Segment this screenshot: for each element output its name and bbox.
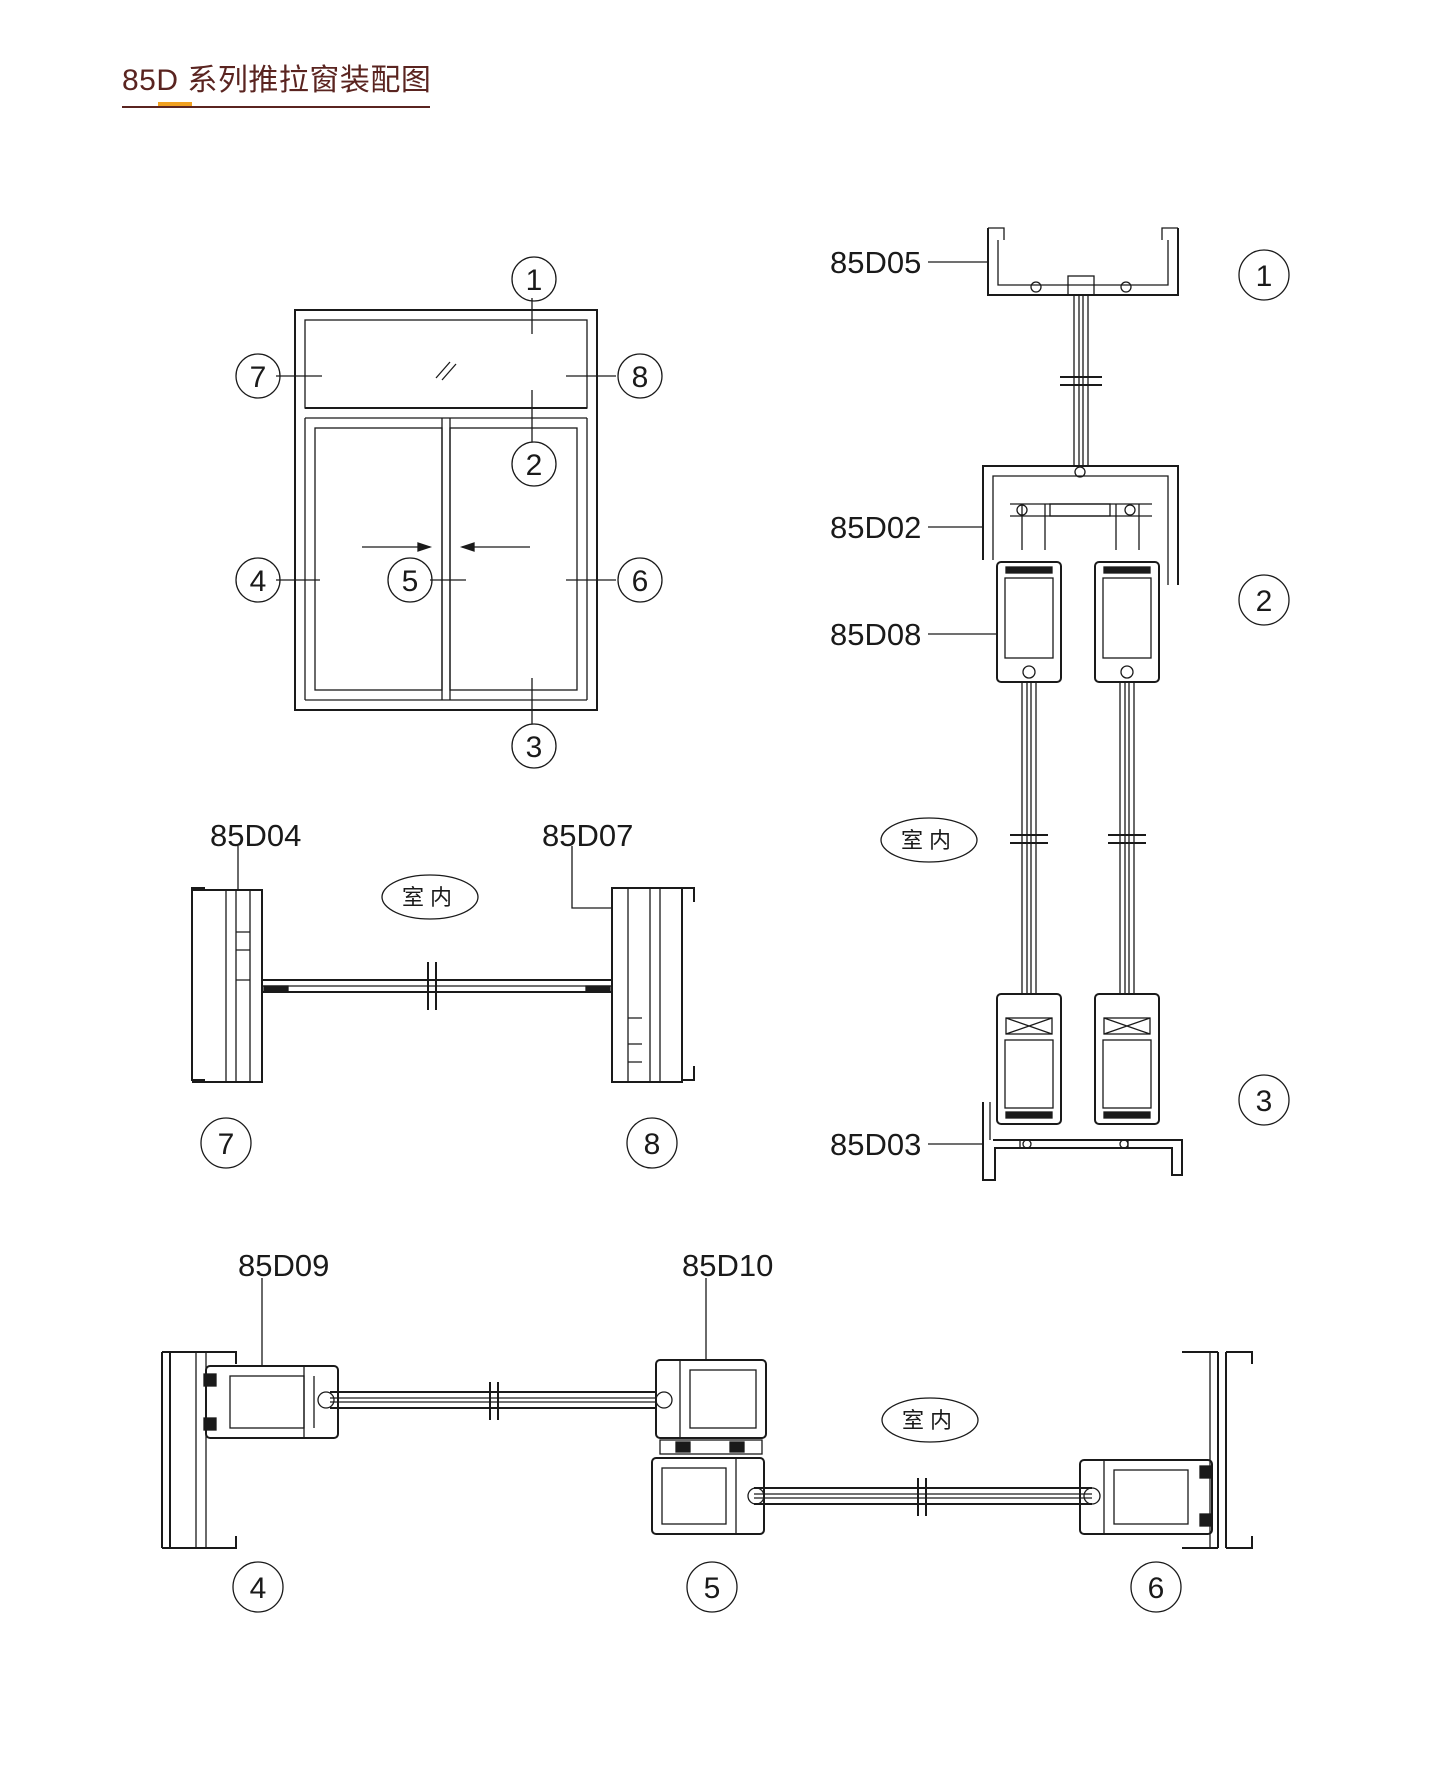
section-4: 4 xyxy=(232,1561,284,1613)
svg-text:5: 5 xyxy=(704,1572,721,1605)
callout-2: 2 xyxy=(511,441,557,487)
svg-text:7: 7 xyxy=(218,1128,235,1161)
svg-text:6: 6 xyxy=(632,565,649,598)
svg-text:5: 5 xyxy=(402,565,419,598)
title-underline xyxy=(122,106,430,108)
window-elevation: 1 2 3 4 5 6 7 8 xyxy=(235,256,663,769)
label-85D03: 85D03 xyxy=(830,1127,921,1162)
profile-interlock-lower xyxy=(651,1457,765,1535)
right-sash xyxy=(449,427,578,691)
callout-8: 8 xyxy=(617,353,663,399)
svg-text:室内: 室内 xyxy=(402,886,458,911)
profile-sash-bottom-right xyxy=(1094,993,1160,1125)
label-85D07: 85D07 xyxy=(542,818,633,853)
callout-3: 3 xyxy=(511,723,557,769)
profile-85D07 xyxy=(682,887,695,1081)
svg-text:6: 6 xyxy=(1148,1572,1165,1605)
svg-text:8: 8 xyxy=(644,1128,661,1161)
fixed-light xyxy=(304,319,588,409)
section-2: 2 xyxy=(1238,574,1290,626)
svg-text:1: 1 xyxy=(526,264,543,297)
svg-text:室内: 室内 xyxy=(901,829,957,854)
svg-text:2: 2 xyxy=(526,449,543,482)
callout-6: 6 xyxy=(617,557,663,603)
svg-text:1: 1 xyxy=(1256,260,1273,293)
label-85D05: 85D05 xyxy=(830,245,921,280)
section-6: 6 xyxy=(1130,1561,1182,1613)
profile-right-sash xyxy=(1079,1459,1213,1535)
label-85D04: 85D04 xyxy=(210,818,301,853)
horizontal-section: 85D09 85D10 室内 4 5 6 xyxy=(161,1248,1253,1613)
fixed-light-section: 85D04 85D07 室内 7 8 xyxy=(191,818,695,1169)
section-5: 5 xyxy=(686,1561,738,1613)
left-sash xyxy=(314,427,443,691)
svg-text:8: 8 xyxy=(632,361,649,394)
callout-4: 4 xyxy=(235,557,281,603)
title-accent-bar xyxy=(158,102,192,106)
callout-1: 1 xyxy=(511,256,557,302)
svg-text:2: 2 xyxy=(1256,585,1273,618)
callout-5: 5 xyxy=(387,557,433,603)
svg-text:3: 3 xyxy=(526,731,543,764)
indoor-label-fixed: 室内 xyxy=(381,874,479,920)
indoor-label-vertical: 室内 xyxy=(880,817,978,863)
section-1: 1 xyxy=(1238,249,1290,301)
svg-text:4: 4 xyxy=(250,1572,267,1605)
label-85D08: 85D08 xyxy=(830,617,921,652)
profile-85D10 xyxy=(655,1359,767,1439)
label-85D02: 85D02 xyxy=(830,510,921,545)
label-85D10: 85D10 xyxy=(682,1248,773,1283)
page-title: 85D 系列推拉窗装配图 xyxy=(122,64,432,97)
profile-85D02 xyxy=(982,465,1179,585)
svg-text:7: 7 xyxy=(250,361,267,394)
profile-sash-bottom-left xyxy=(996,993,1062,1125)
glass-mark xyxy=(435,361,451,379)
indoor-label-horizontal: 室内 xyxy=(881,1397,979,1443)
svg-text:4: 4 xyxy=(250,565,267,598)
section-7: 7 xyxy=(200,1117,252,1169)
label-85D09: 85D09 xyxy=(238,1248,329,1283)
profile-85D08-right xyxy=(1094,561,1160,683)
profile-85D08-left xyxy=(996,561,1062,683)
svg-text:室内: 室内 xyxy=(902,1409,958,1434)
svg-text:3: 3 xyxy=(1256,1085,1273,1118)
callout-7: 7 xyxy=(235,353,281,399)
vertical-section: 85D05 85D02 85D08 85D03 1 2 3 室内 xyxy=(830,227,1290,1181)
outer-frame xyxy=(294,309,598,711)
profile-85D03 xyxy=(982,1102,1183,1181)
section-8: 8 xyxy=(626,1117,678,1169)
profile-85D04 xyxy=(191,887,205,1081)
section-3: 3 xyxy=(1238,1074,1290,1126)
